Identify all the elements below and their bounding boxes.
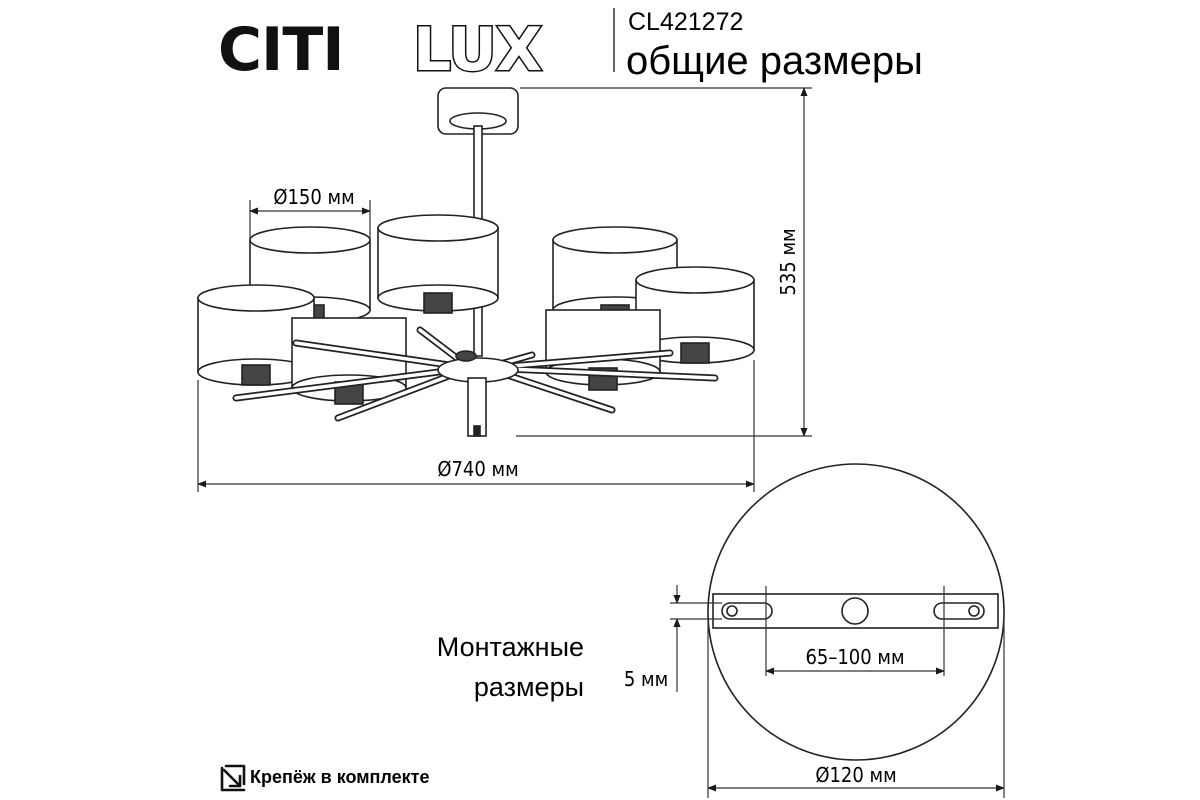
slot-spacing-label: 65–100 мм (805, 645, 904, 669)
canopy-diameter-label: Ø120 мм (815, 763, 896, 787)
slot-right-hole (968, 605, 980, 617)
slot-left-hole (726, 605, 738, 617)
canopy-diameter-dimension (707, 612, 1005, 798)
hub-knob (455, 350, 477, 362)
slot-width-label: 5 мм (624, 667, 668, 691)
mounting-caption-line2: размеры (474, 672, 584, 702)
canopy-top-view (707, 463, 1005, 761)
shade-diameter-label: Ø150 мм (273, 185, 354, 209)
logo-text-lux: LUX (413, 15, 542, 85)
kit-label: Крепёж в комплекте (250, 767, 429, 787)
overall-diameter-dimension (197, 360, 755, 492)
finial-tip (473, 425, 481, 437)
model-number: CL421272 (628, 8, 743, 36)
brand-logo: CITI LUX (218, 14, 544, 87)
overall-diameter-label: Ø740 мм (437, 457, 518, 481)
height-label: 535 мм (776, 228, 800, 295)
mounting-center-hole (841, 597, 869, 625)
height-dimension (516, 87, 812, 437)
lamp-shade-left (197, 284, 315, 386)
arrow-into-box-icon (220, 764, 246, 792)
page-subtitle: общие размеры (626, 39, 923, 83)
mounting-caption-line1: Монтажные (437, 632, 584, 662)
logo-text-citi: CITI (218, 15, 344, 85)
slot-width-dimension (670, 585, 722, 692)
slot-spacing-dimension (765, 586, 945, 676)
lamp-shade-back-center (377, 214, 499, 314)
shade-diameter-dimension (249, 200, 371, 240)
chandelier-arms-inner (234, 328, 717, 420)
chandelier-drawing (197, 87, 755, 437)
